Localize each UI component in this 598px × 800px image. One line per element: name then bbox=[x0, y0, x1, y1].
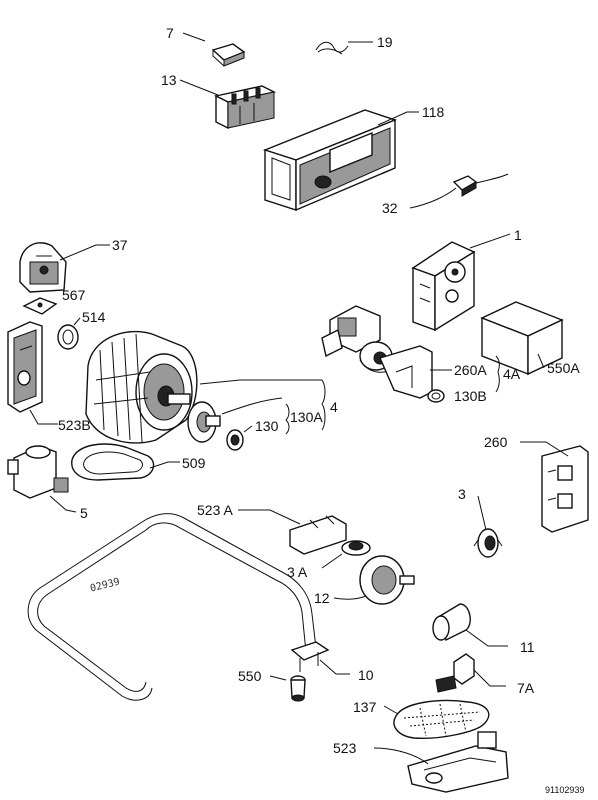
part-3A-thermostat bbox=[341, 540, 371, 556]
part-523A-bracket bbox=[289, 515, 347, 555]
part-130B-oring bbox=[427, 389, 445, 403]
part-509-gasket bbox=[71, 443, 155, 481]
leader-5 bbox=[49, 495, 77, 513]
leader-37 bbox=[59, 244, 110, 261]
label-part-130A: 130A bbox=[290, 409, 323, 425]
label-part-5: 5 bbox=[80, 505, 88, 521]
label-part-509: 509 bbox=[182, 455, 206, 471]
part-260-bracket bbox=[541, 445, 589, 533]
leader-523 bbox=[373, 747, 429, 765]
part-550A-box bbox=[480, 301, 564, 376]
leader-523B bbox=[29, 409, 58, 425]
part-523B-bracket bbox=[7, 321, 43, 413]
label-part-7: 7 bbox=[166, 25, 174, 41]
label-part-523B: 523B bbox=[58, 417, 91, 433]
leader-130 bbox=[243, 425, 253, 433]
part-4-motor bbox=[85, 330, 198, 444]
label-part-4: 4 bbox=[330, 399, 338, 415]
part-1-timer bbox=[411, 241, 476, 332]
label-part-13: 13 bbox=[161, 72, 177, 88]
leader-12 bbox=[333, 595, 367, 600]
part-130A-flange bbox=[187, 401, 221, 443]
leader-32 bbox=[409, 187, 457, 209]
part-13-terminal-block bbox=[213, 85, 277, 130]
label-part-37: 37 bbox=[112, 237, 128, 253]
leader-1 bbox=[469, 233, 511, 249]
part-137-filter bbox=[393, 699, 490, 740]
leader-550A bbox=[537, 353, 545, 369]
part-19-wire bbox=[315, 41, 349, 55]
label-part-523: 523 bbox=[333, 740, 357, 756]
drawing-reference-number: 91102939 bbox=[545, 785, 585, 795]
label-part-550: 550 bbox=[238, 668, 262, 684]
leader-550 bbox=[269, 675, 287, 681]
brace-130A bbox=[285, 403, 290, 435]
label-part-12: 12 bbox=[314, 590, 330, 606]
part-7-clip bbox=[211, 43, 246, 67]
leader-3 bbox=[477, 495, 487, 531]
leader-7 bbox=[182, 32, 206, 42]
part-3-thermostat bbox=[473, 528, 503, 558]
part-32-sensor bbox=[452, 173, 509, 197]
part-37-cover bbox=[19, 242, 67, 293]
part-11-capacitor bbox=[432, 603, 471, 642]
leader-260 bbox=[520, 441, 569, 457]
label-part-3A: 3 A bbox=[287, 564, 308, 580]
label-part-11: 11 bbox=[520, 639, 535, 655]
part-514-ring bbox=[57, 324, 79, 350]
leader-130A bbox=[221, 397, 283, 415]
leader-3A bbox=[321, 553, 343, 569]
label-part-32: 32 bbox=[382, 200, 398, 216]
label-part-19: 19 bbox=[377, 34, 393, 50]
label-part-10: 10 bbox=[358, 667, 374, 683]
part-12-pressure-switch bbox=[359, 555, 415, 605]
leader-137 bbox=[383, 705, 399, 715]
leader-118 bbox=[377, 111, 408, 126]
label-part-567: 567 bbox=[62, 287, 86, 303]
brace-4A bbox=[495, 355, 500, 393]
part-118-control-housing bbox=[262, 109, 398, 212]
part-523-housing bbox=[407, 731, 509, 793]
leader-13 bbox=[179, 79, 219, 96]
leader-514 bbox=[73, 317, 81, 326]
label-part-1: 1 bbox=[514, 227, 522, 243]
part-5-valve bbox=[7, 445, 69, 499]
label-part-4A: 4A bbox=[503, 366, 521, 382]
label-part-118: 118 bbox=[422, 104, 445, 120]
part-567-plate bbox=[22, 297, 58, 315]
leader-10 bbox=[319, 659, 350, 675]
leader-509 bbox=[149, 461, 180, 469]
part-7A-switch bbox=[435, 653, 475, 693]
label-part-130B: 130B bbox=[454, 388, 487, 404]
part-550-sensor bbox=[290, 675, 306, 702]
label-part-3: 3 bbox=[458, 486, 466, 502]
leader-7A bbox=[473, 669, 506, 687]
part-10-heating-element bbox=[27, 513, 330, 701]
leader-4-top bbox=[199, 379, 322, 385]
label-part-130: 130 bbox=[255, 418, 279, 434]
label-part-260: 260 bbox=[484, 434, 508, 450]
brace-4 bbox=[321, 379, 326, 431]
leader-11 bbox=[465, 629, 508, 647]
part-130-bush bbox=[226, 429, 244, 451]
label-part-550A: 550A bbox=[547, 360, 580, 376]
label-part-137: 137 bbox=[353, 699, 377, 715]
leader-523A bbox=[238, 509, 301, 525]
label-part-514: 514 bbox=[82, 309, 106, 325]
label-part-7A: 7A bbox=[517, 680, 535, 696]
label-part-260A: 260A bbox=[454, 362, 487, 378]
label-part-523A: 523 A bbox=[197, 502, 233, 518]
